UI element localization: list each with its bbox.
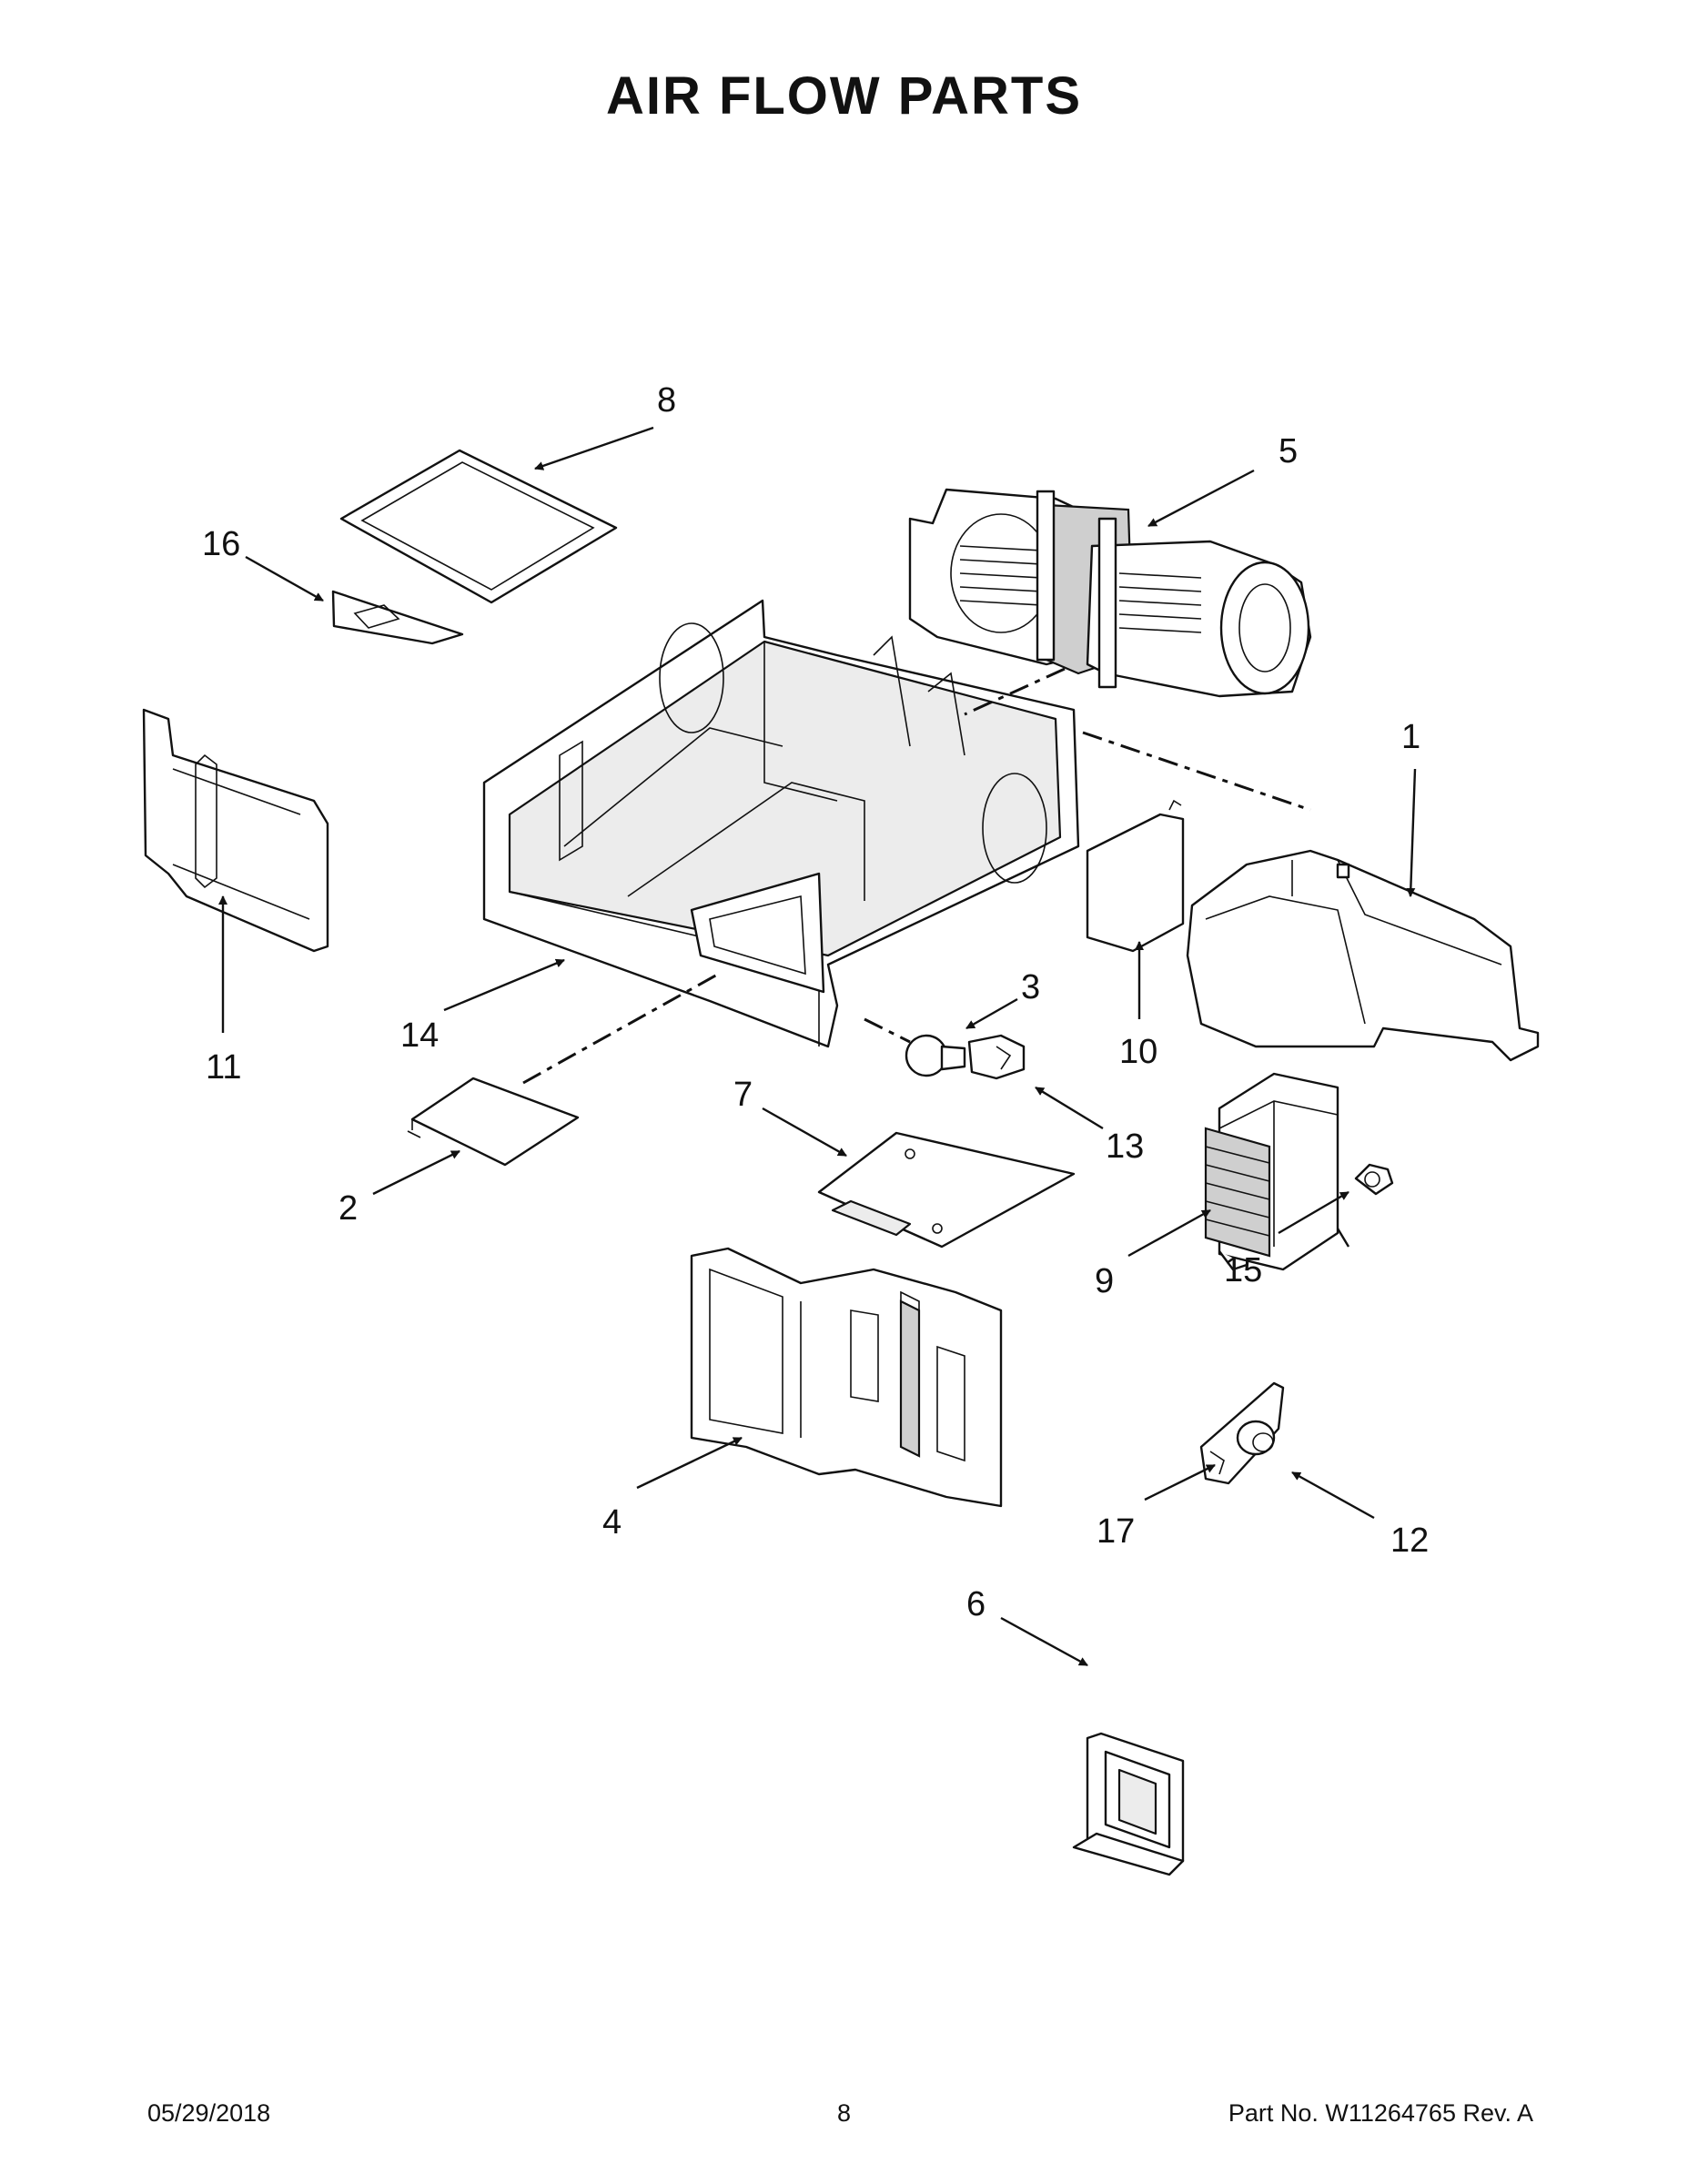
callout-6: 6 <box>966 1585 986 1623</box>
assembly-line-plate <box>522 972 720 1085</box>
part-10-panel <box>1086 799 1185 953</box>
part-9-transformer <box>1204 1072 1350 1271</box>
part-5-blower-assembly <box>908 488 1312 698</box>
part-13-lamp-socket <box>967 1034 1026 1080</box>
callout-17: 17 <box>1097 1512 1135 1551</box>
part-1-duct <box>1186 849 1540 1062</box>
part-14-housing <box>482 599 1080 1048</box>
part-8-filter-frame <box>339 449 618 604</box>
callout-15: 15 <box>1224 1251 1262 1289</box>
assembly-line-blower <box>964 667 1066 716</box>
footer-page-number: 8 <box>836 2099 852 2127</box>
callout-9: 9 <box>1095 1262 1114 1300</box>
callout-4: 4 <box>602 1503 622 1542</box>
callout-7: 7 <box>733 1076 753 1114</box>
part-3-lamp <box>905 1034 966 1077</box>
callout-10: 10 <box>1119 1033 1157 1071</box>
callout-16: 16 <box>202 525 240 563</box>
callout-13: 13 <box>1106 1127 1144 1166</box>
part-6-bracket <box>1072 1732 1185 1876</box>
callout-8: 8 <box>657 381 676 420</box>
footer-part-number: Part No. W11264765 Rev. A <box>1228 2099 1533 2127</box>
part-4-plate <box>690 1247 1003 1508</box>
part-11-side-panel <box>142 708 329 953</box>
callout-5: 5 <box>1279 432 1298 470</box>
part-15-thermal-cutoff <box>1354 1163 1394 1196</box>
callout-12: 12 <box>1390 1522 1429 1560</box>
page-title: AIR FLOW PARTS <box>605 66 1083 126</box>
callout-3: 3 <box>1021 968 1040 1006</box>
callout-1: 1 <box>1401 718 1420 756</box>
callout-2: 2 <box>339 1189 358 1228</box>
footer-date: 05/29/2018 <box>147 2099 271 2127</box>
part-7-cover <box>817 1131 1076 1249</box>
assembly-line-lamp <box>864 1017 911 1044</box>
part-2-plate <box>407 1077 580 1167</box>
callout-leaders <box>218 426 1417 1667</box>
callout-11: 11 <box>206 1048 241 1087</box>
part-16-label <box>331 590 464 645</box>
callout-labels: 8 16 5 1 11 14 10 3 13 7 2 9 15 4 17 12 … <box>202 381 1429 1623</box>
assembly-line-duct <box>1082 731 1311 812</box>
part-12-sensor <box>1236 1420 1276 1456</box>
callout-14: 14 <box>400 1016 439 1055</box>
